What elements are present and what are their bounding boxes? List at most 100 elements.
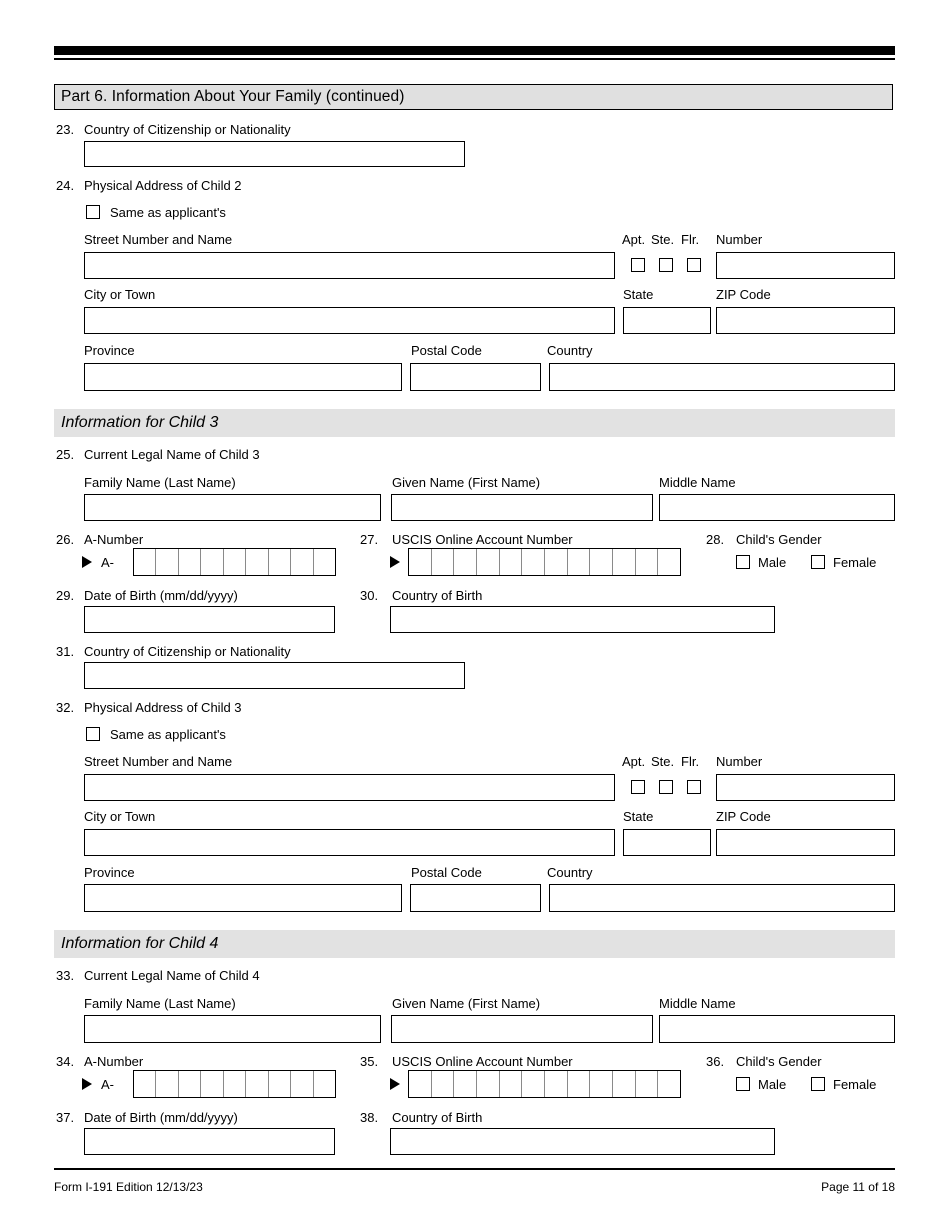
gender-female-child4-checkbox[interactable] xyxy=(811,1077,825,1091)
uscis-number-child4-input[interactable] xyxy=(408,1070,681,1098)
gender-male-child4-checkbox[interactable] xyxy=(736,1077,750,1091)
apt-child2-checkbox[interactable] xyxy=(631,258,645,272)
footer-rule xyxy=(54,1168,895,1170)
ste-child2-checkbox[interactable] xyxy=(659,258,673,272)
item-34-label: A-Number xyxy=(84,1054,144,1069)
zip-child3-input[interactable] xyxy=(716,829,895,856)
gender-male-child3-label: Male xyxy=(758,555,787,570)
item-29-number: 29. xyxy=(56,588,75,603)
zip-child2-input[interactable] xyxy=(716,307,895,334)
province-child2-label: Province xyxy=(84,343,135,358)
section-bar-child-3: Information for Child 3 xyxy=(54,409,895,437)
item-28-label: Child's Gender xyxy=(736,532,822,547)
item-32-number: 32. xyxy=(56,700,75,715)
item-26-number: 26. xyxy=(56,532,75,547)
country-birth-child3-input[interactable] xyxy=(390,606,775,633)
city-child2-label: City or Town xyxy=(84,287,156,302)
family-name-child3-input[interactable] xyxy=(84,494,381,521)
footer-form-id: Form I-191 Edition 12/13/23 xyxy=(54,1180,203,1194)
province-child3-label: Province xyxy=(84,865,135,880)
zip-child2-label: ZIP Code xyxy=(716,287,771,302)
street-child3-input[interactable] xyxy=(84,774,615,801)
item-32-label: Physical Address of Child 3 xyxy=(84,700,242,715)
number-child2-label: Number xyxy=(716,232,763,247)
item-29-label: Date of Birth (mm/dd/yyyy) xyxy=(84,588,238,603)
city-child3-input[interactable] xyxy=(84,829,615,856)
item-26-label: A-Number xyxy=(84,532,144,547)
state-child3-label: State xyxy=(623,809,654,824)
apt-child3-checkbox[interactable] xyxy=(631,780,645,794)
gender-female-child3-checkbox[interactable] xyxy=(811,555,825,569)
gender-female-child4-label: Female xyxy=(833,1077,877,1092)
flr-child3-checkbox[interactable] xyxy=(687,780,701,794)
item-35-number: 35. xyxy=(360,1054,379,1069)
citizenship-child2-input[interactable] xyxy=(84,141,465,167)
section-bar-child-4-label: Information for Child 4 xyxy=(61,935,219,952)
uscis-number-child4-arrow-icon xyxy=(390,1078,400,1090)
middle-name-child4-label: Middle Name xyxy=(659,996,736,1011)
top-rule-thin xyxy=(54,58,895,60)
same-as-applicant-child2-checkbox[interactable] xyxy=(86,205,100,219)
gender-male-child4-label: Male xyxy=(758,1077,787,1092)
postal-child2-input[interactable] xyxy=(410,363,541,391)
dob-child4-input[interactable] xyxy=(84,1128,335,1155)
item-28-number: 28. xyxy=(706,532,725,547)
ste-child2-label: Ste. xyxy=(651,232,675,247)
uscis-number-child3-input[interactable] xyxy=(408,548,681,576)
item-36-label: Child's Gender xyxy=(736,1054,822,1069)
a-number-child4-arrow-icon xyxy=(82,1078,92,1090)
middle-name-child3-input[interactable] xyxy=(659,494,895,521)
family-name-child4-input[interactable] xyxy=(84,1015,381,1043)
item-27-number: 27. xyxy=(360,532,379,547)
item-31-label: Country of Citizenship or Nationality xyxy=(84,644,291,659)
middle-name-child4-input[interactable] xyxy=(659,1015,895,1043)
same-as-applicant-child2-label: Same as applicant's xyxy=(110,205,226,220)
apt-child2-label: Apt. xyxy=(622,232,646,247)
postal-child3-input[interactable] xyxy=(410,884,541,912)
middle-name-child3-label: Middle Name xyxy=(659,475,736,490)
flr-child2-label: Flr. xyxy=(681,232,700,247)
country-child3-input[interactable] xyxy=(549,884,895,912)
street-child2-input[interactable] xyxy=(84,252,615,279)
country-birth-child4-input[interactable] xyxy=(390,1128,775,1155)
country-child2-label: Country xyxy=(547,343,593,358)
item-23-label: Country of Citizenship or Nationality xyxy=(84,122,291,137)
part-header: Part 6. Information About Your Family (c… xyxy=(54,84,893,110)
item-38-number: 38. xyxy=(360,1110,379,1125)
item-36-number: 36. xyxy=(706,1054,725,1069)
given-name-child3-input[interactable] xyxy=(391,494,653,521)
city-child2-input[interactable] xyxy=(84,307,615,334)
a-number-child3-input[interactable] xyxy=(133,548,336,576)
section-bar-child-4: Information for Child 4 xyxy=(54,930,895,958)
country-child2-input[interactable] xyxy=(549,363,895,391)
province-child3-input[interactable] xyxy=(84,884,402,912)
same-as-applicant-child3-label: Same as applicant's xyxy=(110,727,226,742)
top-rule-thick xyxy=(54,46,895,55)
state-child3-input[interactable] xyxy=(623,829,711,856)
citizenship-child3-input[interactable] xyxy=(84,662,465,689)
postal-child3-label: Postal Code xyxy=(411,865,482,880)
gender-female-child3-label: Female xyxy=(833,555,877,570)
given-name-child4-input[interactable] xyxy=(391,1015,653,1043)
apt-number-child3-input[interactable] xyxy=(716,774,895,801)
item-38-label: Country of Birth xyxy=(392,1110,483,1125)
state-child2-input[interactable] xyxy=(623,307,711,334)
top-rule-gap xyxy=(54,55,895,58)
a-number-child4-prefix: A- xyxy=(101,1077,114,1092)
ste-child3-checkbox[interactable] xyxy=(659,780,673,794)
number-child3-label: Number xyxy=(716,754,763,769)
gender-male-child3-checkbox[interactable] xyxy=(736,555,750,569)
apt-number-child2-input[interactable] xyxy=(716,252,895,279)
a-number-child4-input[interactable] xyxy=(133,1070,336,1098)
state-child2-label: State xyxy=(623,287,654,302)
given-name-child4-label: Given Name (First Name) xyxy=(392,996,541,1011)
flr-child2-checkbox[interactable] xyxy=(687,258,701,272)
ste-child3-label: Ste. xyxy=(651,754,675,769)
same-as-applicant-child3-checkbox[interactable] xyxy=(86,727,100,741)
item-24-number: 24. xyxy=(56,178,75,193)
province-child2-input[interactable] xyxy=(84,363,402,391)
item-30-label: Country of Birth xyxy=(392,588,483,603)
a-number-child3-prefix: A- xyxy=(101,555,114,570)
family-name-child3-label: Family Name (Last Name) xyxy=(84,475,236,490)
dob-child3-input[interactable] xyxy=(84,606,335,633)
